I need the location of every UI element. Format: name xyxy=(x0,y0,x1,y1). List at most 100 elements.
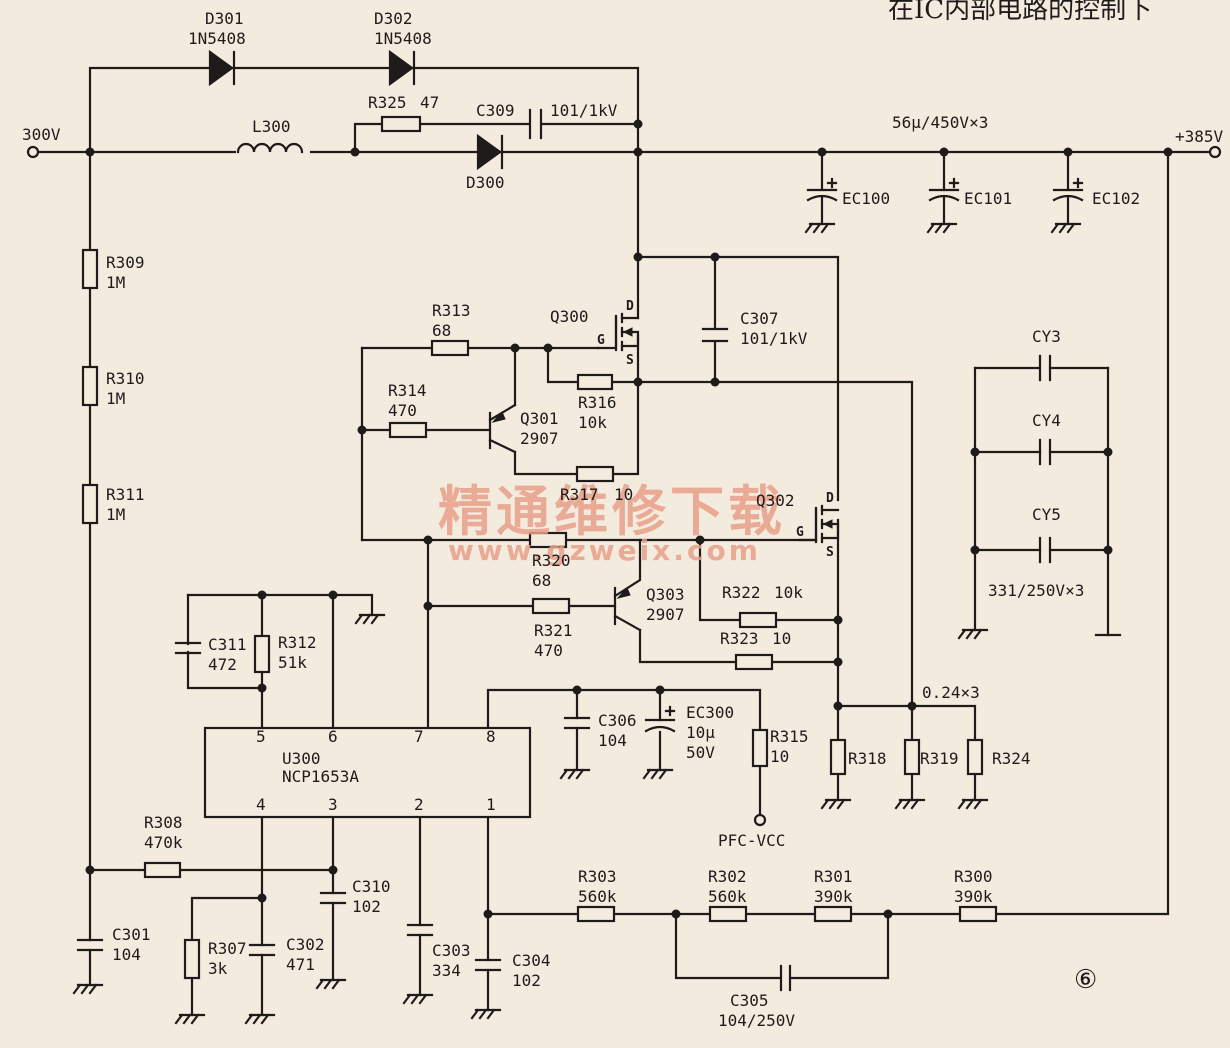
capacitor-c311-symbol xyxy=(174,641,202,655)
resistor-r307-body xyxy=(183,938,201,980)
rs-group-note: 0.24×3 xyxy=(922,683,980,702)
r300-value: 390k xyxy=(954,887,993,906)
r307-ref: R307 xyxy=(208,939,247,958)
r318-ref: R318 xyxy=(848,749,887,768)
transistor-q301-symbol xyxy=(488,403,517,454)
mosfet-q300-symbol xyxy=(596,312,640,352)
r320-ref: R320 xyxy=(532,551,571,570)
input-net-label: 300V xyxy=(22,125,61,144)
cy3-ref: CY3 xyxy=(1032,327,1061,346)
resistor-r317-body xyxy=(575,465,615,483)
mosfet-q302-symbol xyxy=(798,504,840,544)
r300-ref: R300 xyxy=(954,867,993,886)
c306-ref: C306 xyxy=(598,711,637,730)
r317-ref: R317 xyxy=(560,485,599,504)
ec101-ref: EC101 xyxy=(964,189,1012,208)
c310-ref: C310 xyxy=(352,877,391,896)
r302-value: 560k xyxy=(708,887,747,906)
resistor-r308-body xyxy=(143,861,182,879)
ic-pin-1-label: 1 xyxy=(486,795,496,814)
r310-value: 1M xyxy=(106,389,125,408)
resistor-r320-body xyxy=(528,531,568,549)
c309-ref: C309 xyxy=(476,101,515,120)
resistor-r323-body xyxy=(734,653,774,671)
resistor-r316-body xyxy=(576,373,614,391)
header-text: 在IC内部电路的控制下 xyxy=(888,0,1152,25)
capacitor-c303-symbol xyxy=(406,923,434,937)
cy5-ref: CY5 xyxy=(1032,505,1061,524)
ic-part: NCP1653A xyxy=(282,767,359,786)
q301-ref: Q301 xyxy=(520,409,559,428)
ic-ref: U300 xyxy=(282,749,321,768)
cy-group-note: 331/250V×3 xyxy=(988,581,1084,600)
r325-value: 47 xyxy=(420,93,439,112)
r308-ref: R308 xyxy=(144,813,183,832)
r310-ref: R310 xyxy=(106,369,145,388)
r323-ref: R323 xyxy=(720,629,759,648)
resistor-r300-body xyxy=(958,905,998,923)
capacitor-c309-symbol xyxy=(528,108,543,140)
ic-pin-2-label: 2 xyxy=(414,795,424,814)
capacitor-cy3-symbol xyxy=(1038,354,1052,382)
ic-pin-4-label: 4 xyxy=(256,795,266,814)
resistor-r321-body xyxy=(531,597,571,615)
c311-value: 472 xyxy=(208,655,237,674)
ic-u300-body xyxy=(203,726,532,819)
r312-ref: R312 xyxy=(278,633,317,652)
q302-gate-label: G xyxy=(796,525,804,540)
ec300-ref: EC300 xyxy=(686,703,734,722)
r321-ref: R321 xyxy=(534,621,573,640)
resistor-r318-body xyxy=(829,738,847,776)
capacitor-cy5-symbol xyxy=(1038,536,1052,564)
capacitor-c302-symbol xyxy=(248,943,276,957)
q300-gate-label: G xyxy=(597,333,605,348)
electrolytic-ec101-symbol xyxy=(928,177,960,202)
r303-ref: R303 xyxy=(578,867,617,886)
ec102-ref: EC102 xyxy=(1092,189,1140,208)
cy4-ref: CY4 xyxy=(1032,411,1061,430)
ec300-voltage: 50V xyxy=(686,743,715,762)
c306-value: 104 xyxy=(598,731,627,750)
c301-value: 104 xyxy=(112,945,141,964)
junction-dots xyxy=(85,119,1173,919)
resistor-r302-body xyxy=(708,905,748,923)
c307-value: 101/1kV xyxy=(740,329,808,348)
r324-ref: R324 xyxy=(992,749,1031,768)
r313-ref: R313 xyxy=(432,301,471,320)
resistor-r325-body xyxy=(380,115,422,133)
d302-ref: D302 xyxy=(374,9,413,28)
r323-value: 10 xyxy=(772,629,791,648)
inductor-l300-symbol xyxy=(236,140,310,154)
resistors xyxy=(81,115,998,980)
c304-ref: C304 xyxy=(512,951,551,970)
d302-value: 1N5408 xyxy=(374,29,432,48)
resistor-r301-body xyxy=(813,905,853,923)
q300-ref: Q300 xyxy=(550,307,589,326)
r315-value: 10 xyxy=(770,747,789,766)
r314-value: 470 xyxy=(388,401,417,420)
r301-ref: R301 xyxy=(814,867,853,886)
r317-value: 10 xyxy=(614,485,633,504)
ic-pin-5-label: 5 xyxy=(256,727,266,746)
r325-ref: R325 xyxy=(368,93,407,112)
resistor-r310-body xyxy=(81,365,99,407)
r308-value: 470k xyxy=(144,833,183,852)
pfc-vcc-label: PFC-VCC xyxy=(718,831,785,850)
r320-value: 68 xyxy=(532,571,551,590)
q302-ref: Q302 xyxy=(756,491,795,510)
c303-value: 334 xyxy=(432,961,461,980)
c307-ref: C307 xyxy=(740,309,779,328)
c303-ref: C303 xyxy=(432,941,471,960)
diode-d300-symbol xyxy=(476,133,504,171)
c310-value: 102 xyxy=(352,897,381,916)
capacitor-c307-symbol xyxy=(701,327,729,343)
r301-value: 390k xyxy=(814,887,853,906)
watermark-title: 精通维修下载 xyxy=(438,480,786,543)
c309-value: 101/1kV xyxy=(550,101,618,120)
ic-pin-3-label: 3 xyxy=(328,795,338,814)
resistor-r303-body xyxy=(576,905,616,923)
r307-value: 3k xyxy=(208,959,228,978)
resistor-r314-body xyxy=(388,421,428,439)
